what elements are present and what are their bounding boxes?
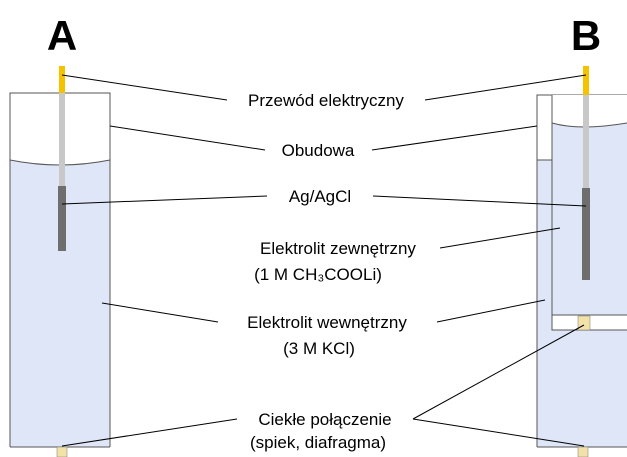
leader-housing-left — [109, 125, 266, 151]
electrode-a-letter: A — [47, 12, 77, 59]
label-outer-electrolyte: Elektrolit zewnętrzny — [260, 239, 416, 258]
leader-inner-electrolyte-left — [101, 302, 219, 323]
leader-agagcl-left — [61, 195, 268, 205]
leader-agagcl-right — [372, 195, 587, 207]
leader-inner-electrolyte-right — [436, 299, 546, 323]
leader-wire-right — [424, 74, 587, 101]
electrode-a-wire-gray — [59, 93, 65, 186]
electrode-b-outer-junction — [577, 446, 589, 457]
electrode-a-agagcl-rod — [58, 186, 66, 251]
label-housing: Obudowa — [282, 141, 355, 160]
leader-lines — [61, 74, 587, 447]
electrode-b-inner-tube — [551, 95, 627, 331]
leader-housing-right — [371, 125, 538, 151]
electrode-b-letter: B — [571, 12, 601, 59]
electrode-a-wire-gold — [59, 66, 65, 93]
leader-junction-b-outer — [412, 418, 585, 447]
label-junction-detail: (spiek, diafragma) — [250, 433, 386, 452]
leader-junction-b-inner — [412, 324, 585, 420]
leader-junction-a — [61, 418, 238, 447]
electrode-a-inner-electrolyte — [10, 160, 110, 447]
label-wire: Przewód elektryczny — [248, 91, 404, 110]
label-junction: Ciekłe połączenie — [258, 410, 391, 429]
label-inner-electrolyte: Elektrolit wewnętrzny — [247, 313, 407, 332]
electrode-b-wire-gold — [583, 66, 589, 95]
leader-wire-left — [61, 74, 228, 101]
label-inner-electrolyte-formula: (3 M KCl) — [283, 339, 355, 358]
label-agagcl: Ag/AgCl — [289, 187, 351, 206]
electrode-a: A — [9, 12, 111, 457]
electrode-b-wire-gray — [583, 95, 589, 188]
label-outer-electrolyte-formula: (1 M CH₃COOLi) — [254, 265, 382, 284]
labels: Przewód elektryczny Obudowa Ag/AgCl Elek… — [247, 91, 416, 452]
electrode-b-agagcl-rod — [582, 188, 590, 280]
electrode-a-junction — [56, 446, 68, 457]
electrode-b: B — [536, 12, 627, 457]
electrode-b-inner-junction — [577, 315, 591, 331]
leader-outer-electrolyte — [439, 227, 561, 249]
